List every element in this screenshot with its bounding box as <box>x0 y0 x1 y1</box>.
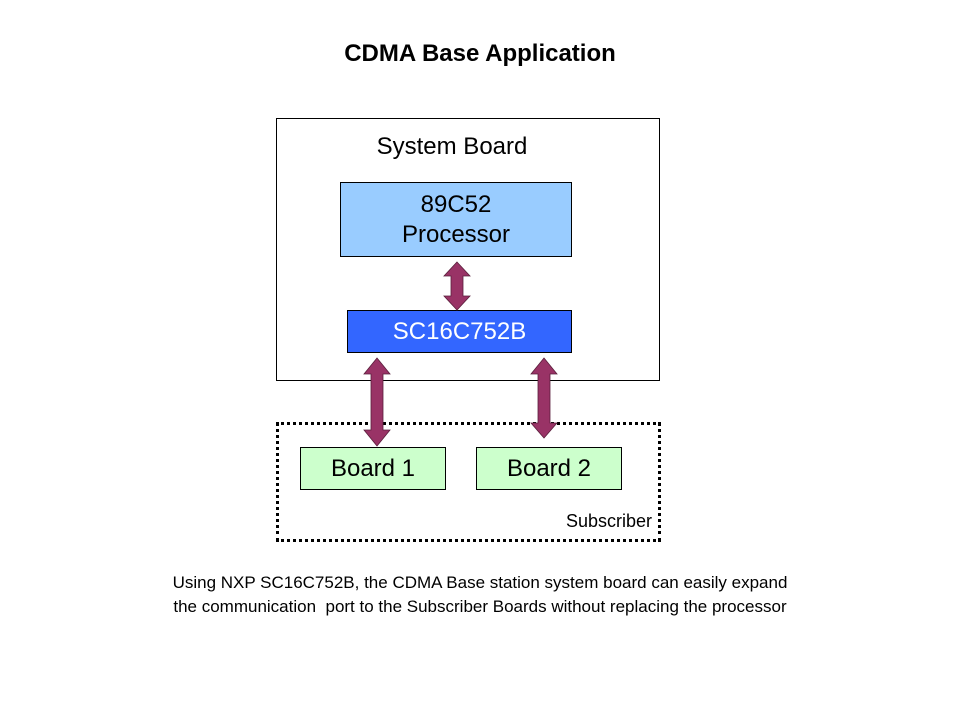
system-board-container <box>276 118 660 381</box>
caption-line-2: the communication port to the Subscriber… <box>173 597 787 616</box>
board-1-box: Board 1 <box>300 447 446 490</box>
board-2-label: Board 2 <box>506 454 592 482</box>
subscriber-label: Subscriber <box>565 511 652 531</box>
uart-label: SC16C752B <box>392 317 527 345</box>
caption: Using NXP SC16C752B, the CDMA Base stati… <box>60 571 900 619</box>
board-2-box: Board 2 <box>476 447 622 490</box>
system-board-label: System Board <box>376 133 528 160</box>
caption-line-1: Using NXP SC16C752B, the CDMA Base stati… <box>172 573 788 592</box>
processor-model: 89C52 <box>420 190 492 218</box>
board-1-label: Board 1 <box>330 454 416 482</box>
processor-label: Processor <box>401 220 511 248</box>
subscriber-container <box>276 422 661 542</box>
processor-box: 89C52 Processor <box>340 182 572 257</box>
uart-box: SC16C752B <box>347 310 572 353</box>
diagram-title: CDMA Base Application <box>344 40 616 67</box>
